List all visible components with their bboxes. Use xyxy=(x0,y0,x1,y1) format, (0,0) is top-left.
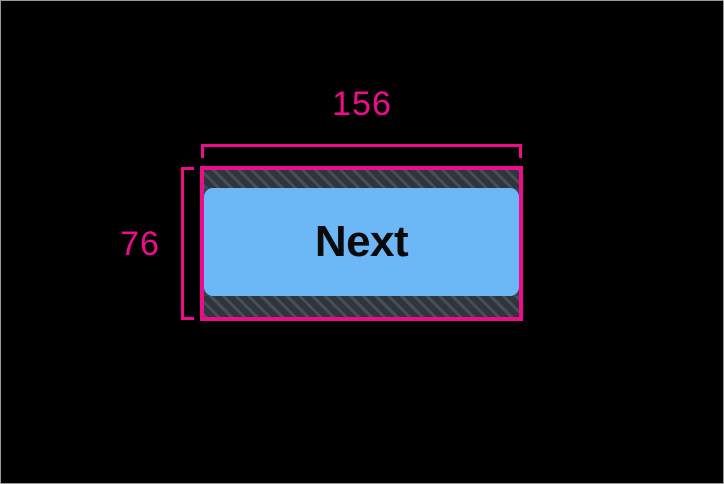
bottom-inset-hatch xyxy=(204,296,519,317)
height-dimension-label: 76 xyxy=(120,225,160,263)
height-dimension-bracket xyxy=(181,167,194,320)
width-dimension-bracket xyxy=(201,144,522,158)
next-button-label: Next xyxy=(314,217,409,266)
measured-element[interactable]: Next xyxy=(204,170,519,317)
width-dimension-label: 156 xyxy=(332,85,392,123)
next-button[interactable]: Next xyxy=(204,188,519,296)
top-inset-hatch xyxy=(204,170,519,188)
